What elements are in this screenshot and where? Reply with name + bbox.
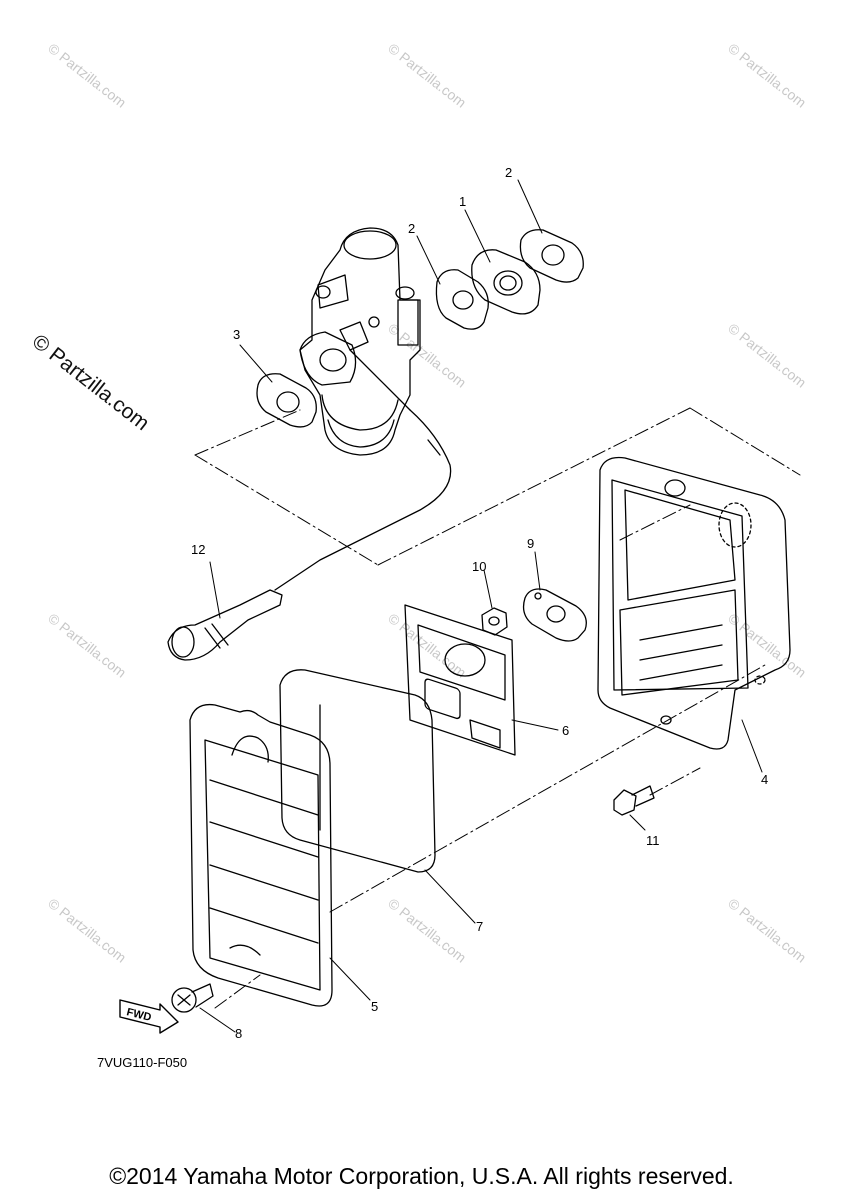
callout-12: 12 [191,542,206,557]
callout-1: 1 [459,194,467,209]
gasket-9 [522,588,587,642]
fwd-arrow [119,999,179,1034]
choke-cable-12 [167,409,452,661]
copyright-notice: ©2014 Yamaha Motor Corporation, U.S.A. A… [109,1163,734,1189]
callout-9: 9 [527,536,535,551]
carburetor [299,227,421,456]
bolt-11 [613,785,655,816]
screw-8 [171,983,214,1013]
gasket-3 [256,373,317,428]
callout-2: 2 [408,221,416,236]
callout-2: 2 [505,165,513,180]
callout-7: 7 [476,919,484,934]
callout-4: 4 [761,772,769,787]
leader-lines [199,179,763,1033]
callout-3: 3 [233,327,241,342]
air-element-7 [279,669,436,873]
joint-1 [471,249,541,315]
callout-10: 10 [472,559,487,574]
fwd-label: FWD [125,1006,152,1024]
gasket-2-left [435,269,489,330]
air-cleaner-case-4 [597,456,791,750]
callout-6: 6 [562,723,570,738]
gasket-2-right [519,229,584,283]
assembly-outline [194,407,801,1009]
element-gasket-6 [404,604,516,756]
callout-11: 11 [646,833,660,848]
callout-5: 5 [371,999,379,1014]
diagram-code: 7VUG110-F050 [97,1055,188,1070]
callout-8: 8 [235,1026,243,1041]
air-cleaner-cover-5 [189,703,333,1007]
